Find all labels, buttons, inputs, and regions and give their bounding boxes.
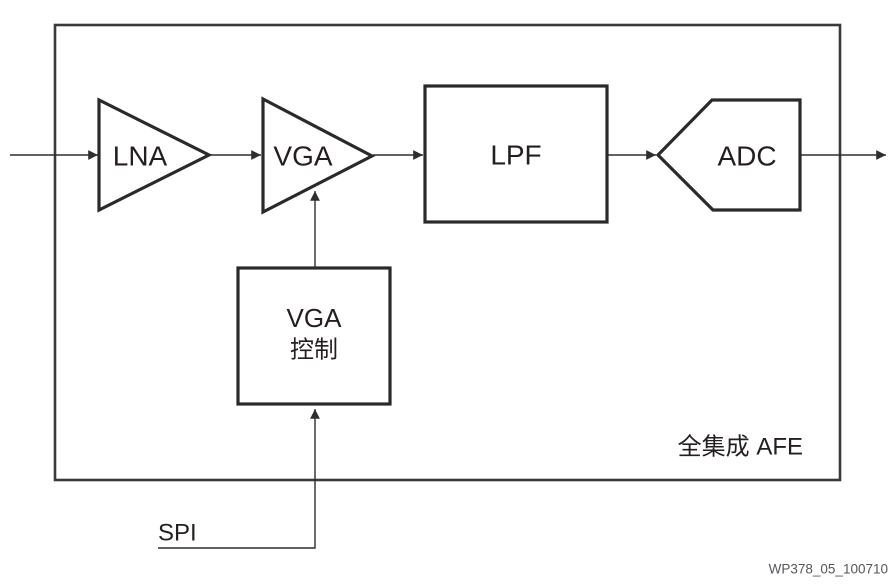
- afe-boundary-box: [53, 23, 842, 482]
- lpf-label: LPF: [490, 140, 541, 171]
- vga-amplifier-shape: [261, 96, 376, 215]
- lpf-block: [423, 84, 609, 224]
- adc-label: ADC: [717, 141, 776, 172]
- vga-label: VGA: [273, 141, 332, 172]
- spi-wire-arrow: [158, 409, 320, 549]
- vga-control-label-line1: VGA: [287, 303, 343, 333]
- lna-amplifier-shape: [97, 97, 213, 213]
- lna-label: LNA: [113, 141, 168, 172]
- adc-block-shape: [655, 98, 802, 212]
- spi-label: SPI: [158, 520, 197, 547]
- figure-id-label: WP378_05_100710: [769, 562, 888, 577]
- vga-control-block: [236, 266, 392, 406]
- system-label: 全集成 AFE: [678, 434, 803, 461]
- vga-control-label-line2: 控制: [290, 337, 338, 364]
